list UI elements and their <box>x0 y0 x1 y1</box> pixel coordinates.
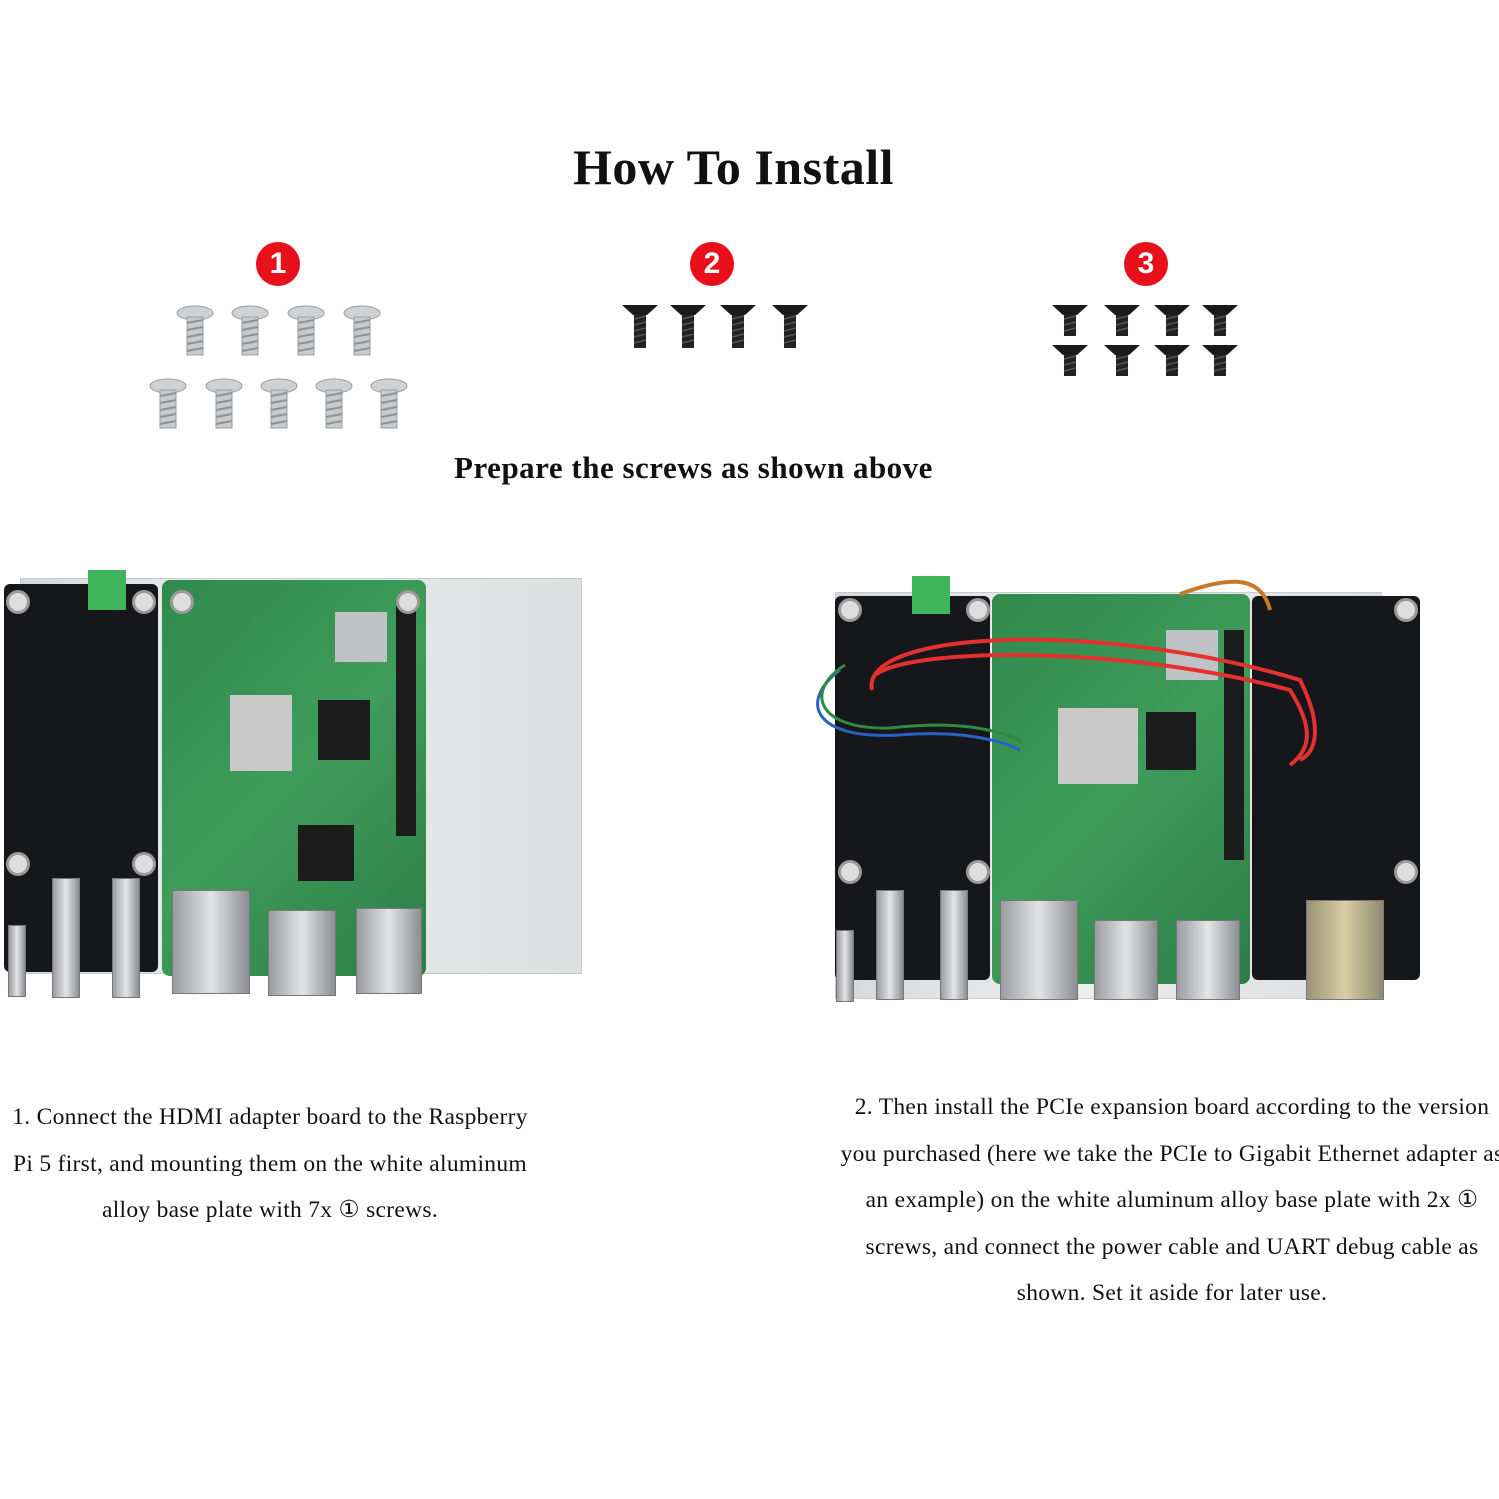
page-title: How To Install <box>572 139 894 195</box>
assembly-image-1 <box>0 570 590 1010</box>
power-terminal <box>912 576 950 614</box>
step-2-text: 2. Then install the PCIe expansion board… <box>840 1094 1499 1307</box>
black-screw <box>1052 305 1088 336</box>
silver-screw <box>149 378 187 429</box>
silver-screw <box>205 378 243 429</box>
silver-screw <box>287 305 325 356</box>
silver-screw <box>176 305 214 356</box>
black-screw <box>622 305 658 348</box>
black-screw <box>1104 345 1140 376</box>
black-screw <box>772 305 808 348</box>
black-screw <box>1154 305 1190 336</box>
step-1-text: 1. Connect the HDMI adapter board to the… <box>12 1104 528 1224</box>
subtitle: Prepare the screws as shown above <box>454 450 933 485</box>
black-screw <box>1154 345 1190 376</box>
cables <box>816 579 1317 767</box>
black-screw <box>1202 345 1238 376</box>
black-screw <box>1104 305 1140 336</box>
black-screw <box>670 305 706 348</box>
silver-screw <box>315 378 353 429</box>
step-badge-2: 2 <box>690 242 734 286</box>
step-badge-3: 3 <box>1124 242 1168 286</box>
power-terminal <box>88 570 126 610</box>
black-screw <box>1052 345 1088 376</box>
silver-screw <box>370 378 408 429</box>
silver-screw <box>260 378 298 429</box>
assembly-image-2 <box>800 570 1440 1010</box>
black-screw <box>720 305 756 348</box>
silver-screw <box>343 305 381 356</box>
black-screw <box>1202 305 1238 336</box>
silver-screw <box>231 305 269 356</box>
step-badge-1: 1 <box>256 242 300 286</box>
